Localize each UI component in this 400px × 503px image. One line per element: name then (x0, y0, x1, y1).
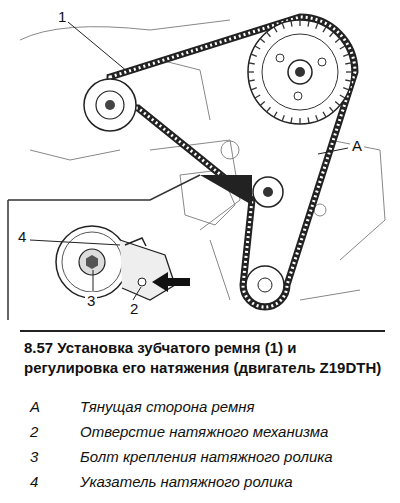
sprocket-tooth (274, 27, 277, 32)
timing-belt (110, 17, 355, 307)
sprocket-tooth (330, 107, 334, 112)
sprocket-tooth (249, 80, 255, 81)
sprocket-tooth (299, 20, 300, 26)
sprocket-tooth (291, 21, 292, 27)
sprocket-tooth (255, 95, 260, 98)
left-pulley (84, 79, 136, 131)
sprocket-tooth (340, 46, 345, 49)
sprocket-tooth (343, 54, 349, 56)
sprocket-tooth (308, 117, 309, 123)
sprocket-tooth (255, 46, 260, 49)
sprocket-tooth (335, 39, 340, 43)
sprocket-tooth (251, 88, 257, 90)
sprocket-tooth (335, 102, 340, 106)
key-text: Тянущая сторона ремня (80, 398, 255, 416)
callout-number: A (350, 137, 364, 155)
sprocket-tooth (346, 71, 352, 72)
sprocket-tooth (251, 54, 257, 56)
sprocket-tooth (291, 117, 292, 123)
sprocket-tooth (316, 115, 318, 121)
crankshaft-sprocket (246, 266, 284, 304)
sprocket-tooth (282, 115, 284, 121)
sprocket-tooth (260, 39, 265, 43)
key-symbol: 3 (30, 448, 38, 466)
belt-teeth (110, 17, 355, 307)
sprocket-tooth (299, 118, 300, 124)
callout-number: 3 (85, 292, 97, 310)
leader-lines (30, 22, 348, 300)
sprocket-tooth (340, 95, 345, 98)
sprocket-tooth (267, 107, 271, 112)
camshaft-sprocket (248, 20, 352, 124)
caption-rule (20, 330, 385, 332)
sprocket-tooth (260, 102, 265, 106)
sprocket-tooth (248, 71, 254, 72)
key-text: Болт крепления натяжного ролика (80, 448, 333, 466)
sprocket-tooth (323, 27, 326, 32)
pointer-arrow (152, 272, 190, 292)
key-symbol: 2 (30, 423, 38, 441)
figure-caption: 8.57 Установка зубчатого ремня (1) и рег… (24, 338, 390, 379)
sprocket-tooth (323, 112, 326, 117)
sprocket-tooth (345, 80, 351, 81)
inset-pointer (200, 175, 252, 205)
inset-tensioner (56, 226, 175, 300)
key-text: Указатель натяжного ролика (80, 473, 293, 491)
sprocket-tooth (330, 32, 334, 37)
tensioner-roller (253, 177, 283, 207)
sprocket-tooth (267, 32, 271, 37)
sprocket-tooth (249, 63, 255, 64)
key-symbol: A (30, 398, 40, 416)
sprocket-tooth (308, 21, 309, 27)
key-symbol: 4 (30, 473, 38, 491)
sprocket-tooth (343, 88, 349, 90)
callout-number: 1 (56, 8, 68, 26)
sprocket-tooth (282, 23, 284, 29)
sprocket-tooth (274, 112, 277, 117)
sprocket-tooth (345, 63, 351, 64)
inset-frame (8, 175, 200, 320)
callout-number: 4 (16, 228, 28, 246)
callout-number: 2 (128, 300, 140, 318)
key-text: Отверстие натяжного механизма (80, 423, 328, 441)
sprocket-tooth (316, 23, 318, 29)
